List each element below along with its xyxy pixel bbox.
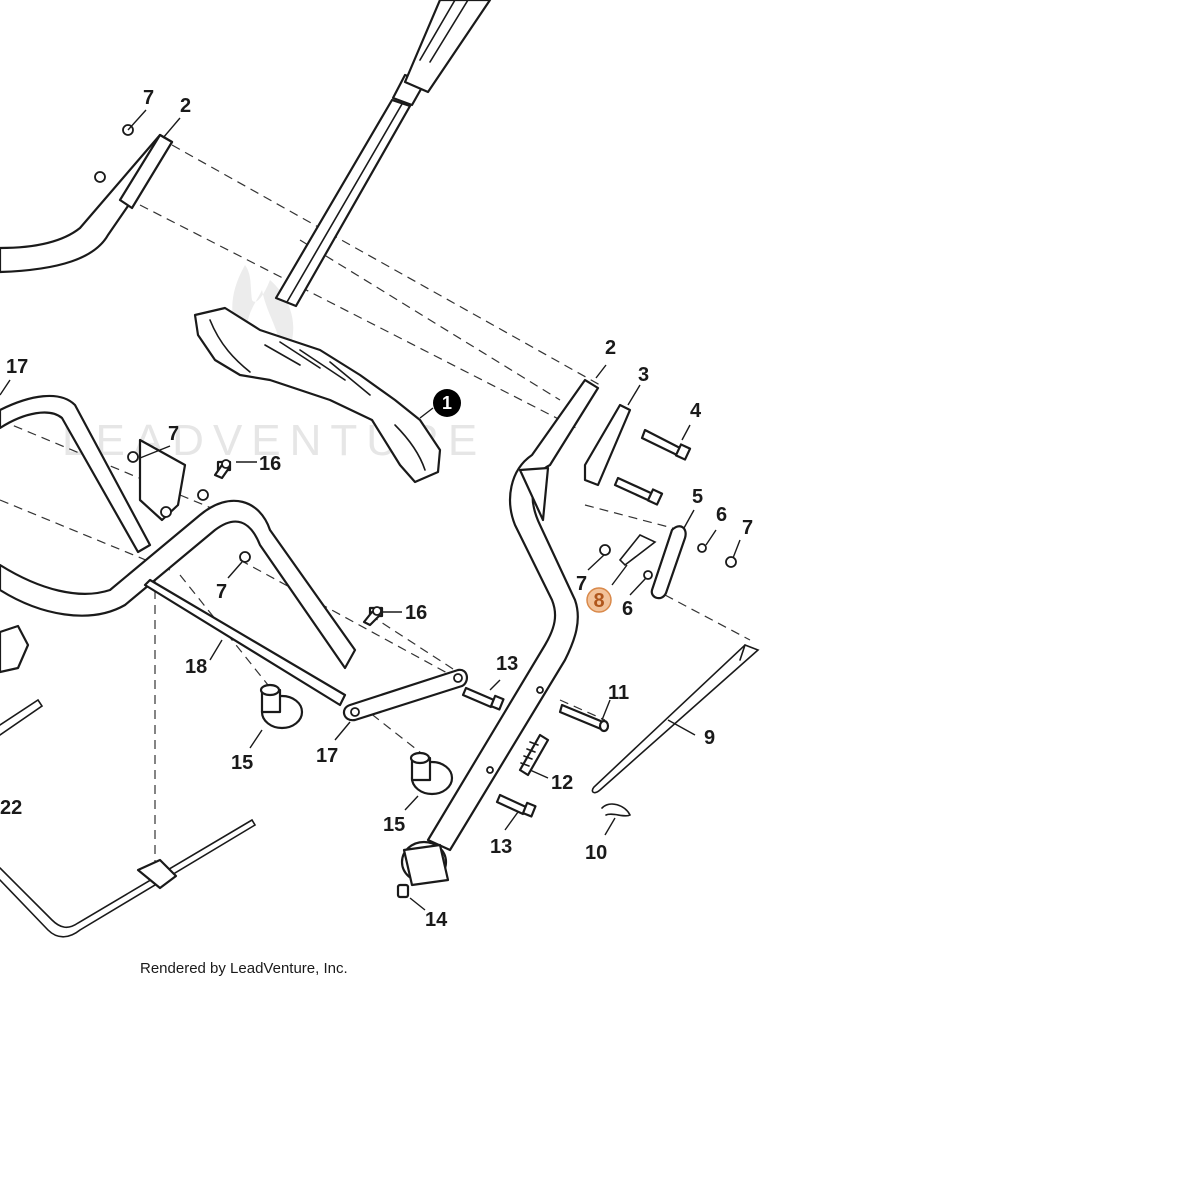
- bracket-3: [583, 403, 632, 487]
- callout-6: 6: [716, 504, 727, 526]
- key-marker-label: 1: [442, 393, 452, 413]
- bolt-13-upper: [461, 686, 505, 711]
- callout-15: 15: [231, 752, 253, 774]
- callout-2: 2: [605, 337, 616, 359]
- render-credit: Rendered by LeadVenture, Inc.: [140, 960, 348, 977]
- callout-7: 7: [742, 517, 753, 539]
- knob-right: [409, 751, 454, 796]
- callout-6: 6: [622, 598, 633, 620]
- bolt-16-upper: [213, 459, 231, 480]
- upper-tube: [274, 0, 492, 308]
- callout-17: 17: [6, 356, 28, 378]
- hardware-right: [599, 543, 737, 580]
- pin-8: [618, 534, 657, 567]
- grab-handle: [193, 306, 442, 484]
- spring-12: [518, 733, 550, 777]
- callout-5: 5: [692, 486, 703, 508]
- bolt-16-lower: [362, 606, 382, 627]
- pin-11: [558, 703, 610, 733]
- knob-left: [259, 683, 304, 730]
- rod-9: [591, 644, 760, 794]
- callout-16: 16: [259, 453, 281, 475]
- bolt-13-lower: [495, 793, 537, 818]
- callout-18: 18: [185, 656, 207, 678]
- callout-14: 14: [425, 909, 448, 931]
- upper-left-handlebar: [0, 124, 174, 274]
- callout-9: 9: [704, 727, 715, 749]
- bolt-4-upper: [640, 428, 692, 461]
- callout-8: 8: [593, 590, 604, 612]
- link-bar-17: [342, 668, 468, 722]
- assembly-lines: [0, 144, 751, 870]
- callout-13: 13: [490, 836, 512, 858]
- callouts: 7 2 17 7 16 7 16 18 15 17 22 13 15 13 14…: [0, 87, 753, 931]
- shaft-18: [143, 578, 347, 707]
- watermark-flame-icon: [232, 265, 294, 365]
- highlighted-callout-8[interactable]: 8: [586, 587, 612, 613]
- plate-5: [650, 525, 687, 600]
- callout-22: 22: [0, 797, 22, 819]
- callout-7: 7: [216, 581, 227, 603]
- callout-11: 11: [608, 682, 629, 704]
- leader-lines: [0, 109, 741, 911]
- callout-7: 7: [576, 573, 587, 595]
- callout-16: 16: [405, 602, 427, 624]
- lower-left-frame: [0, 624, 257, 938]
- callout-3: 3: [638, 364, 649, 386]
- callout-17: 17: [316, 745, 338, 767]
- key-marker-1: 1: [433, 389, 461, 417]
- callout-7: 7: [143, 87, 154, 109]
- callout-7: 7: [168, 423, 179, 445]
- callout-10: 10: [585, 842, 607, 864]
- callout-4: 4: [690, 400, 702, 422]
- highlight-marker: [586, 587, 612, 613]
- set-screw-14: [396, 883, 410, 899]
- callout-2: 2: [180, 95, 191, 117]
- clip-10: [601, 803, 632, 817]
- bolt-4-lower: [613, 476, 664, 506]
- left-frame: [0, 394, 384, 670]
- callout-12: 12: [551, 772, 573, 794]
- callout-13: 13: [496, 653, 518, 675]
- callout-15: 15: [383, 814, 405, 836]
- main-lever-tube: [400, 378, 600, 887]
